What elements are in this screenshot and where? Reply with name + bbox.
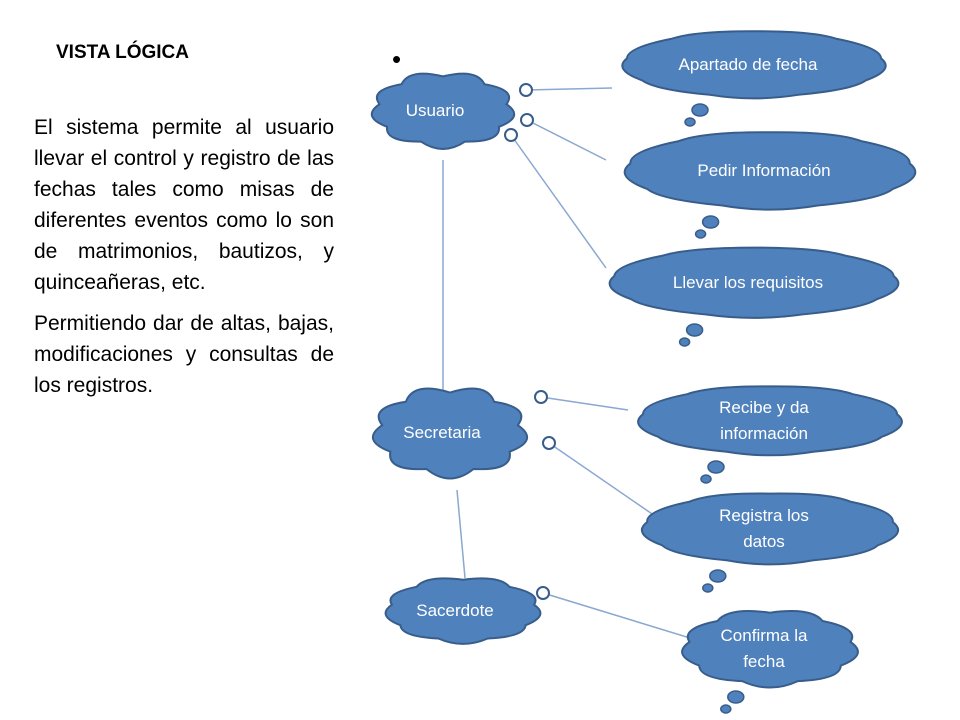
connector-apartado: [525, 87, 613, 91]
action-label-pedir-1: Pedir Información: [697, 161, 830, 180]
action-apartado: Apartado de fecha: [621, 30, 887, 127]
action-recibe-bubble-large: [707, 460, 725, 474]
action-cloud-pedir: [623, 131, 917, 211]
action-label-confirma-2: fecha: [743, 652, 785, 671]
action-pedir-bubble-small: [694, 229, 707, 239]
action-pedir-bubble-large: [701, 215, 720, 229]
body-paragraph-2: Permitiendo dar de altas, bajas, modific…: [34, 312, 334, 397]
action-registra: Registra los datos: [640, 492, 900, 593]
connector-registra: [548, 442, 659, 519]
connector-point-llevar: [504, 128, 518, 142]
action-label-recibe-1: Recibe y da: [719, 398, 809, 417]
slide-title: VISTA LÓGICA: [56, 42, 189, 63]
action-cloud-confirma: [681, 610, 859, 689]
connector-point-confirma: [536, 586, 550, 600]
connector-point-pedir: [520, 113, 534, 127]
actor-label-secretaria: Secretaria: [403, 423, 481, 442]
link-secretaria-sacerdote: [456, 489, 466, 579]
actor-label-usuario: Usuario: [406, 101, 465, 120]
connector-point-registra: [542, 436, 556, 450]
action-label-recibe-2: información: [720, 424, 808, 443]
action-label-llevar-1: Llevar los requisitos: [673, 273, 823, 292]
actor-sacerdote: Sacerdote: [384, 577, 542, 645]
action-confirma: Confirma la fecha: [681, 610, 859, 714]
action-confirma-bubble-small: [720, 704, 732, 714]
action-label-confirma-1: Confirma la: [721, 626, 808, 645]
connector-recibe: [540, 396, 629, 411]
action-cloud-llevar: [608, 246, 900, 319]
actor-label-sacerdote: Sacerdote: [416, 601, 494, 620]
action-label-apartado-1: Apartado de fecha: [679, 55, 818, 74]
action-registra-bubble-small: [702, 583, 714, 593]
action-label-registra-1: Registra los: [719, 506, 809, 525]
action-cloud-recibe: [637, 385, 903, 457]
actor-usuario: Usuario: [370, 72, 516, 150]
action-confirma-bubble-large: [727, 690, 745, 704]
action-cloud-registra: [640, 492, 900, 566]
connector-confirma: [542, 592, 691, 639]
actor-cloud-secretaria: [371, 387, 529, 480]
action-recibe: Recibe y da información: [637, 385, 903, 484]
action-apartado-bubble-small: [684, 117, 696, 127]
action-apartado-bubble-large: [691, 103, 709, 117]
action-llevar: Llevar los requisitos: [608, 246, 900, 347]
body-paragraph-1: El sistema permite al usuario llevar el …: [34, 116, 334, 294]
actor-cloud-sacerdote: [384, 577, 542, 645]
actor-cloud-usuario: [370, 72, 516, 150]
action-llevar-bubble-small: [678, 337, 691, 347]
action-label-registra-2: datos: [743, 532, 785, 551]
connector-pedir: [526, 119, 607, 161]
actor-secretaria: Secretaria: [371, 387, 529, 480]
connector-point-recibe: [534, 390, 548, 404]
action-registra-bubble-large: [709, 569, 727, 583]
action-pedir: Pedir Información: [623, 131, 917, 239]
action-recibe-bubble-small: [700, 474, 712, 484]
slide-body: El sistema permite al usuario llevar el …: [34, 112, 334, 411]
bullet-point: •: [392, 44, 402, 74]
action-cloud-apartado: [621, 30, 887, 100]
connector-llevar: [510, 134, 607, 269]
action-llevar-bubble-large: [685, 323, 704, 337]
connector-point-apartado: [519, 83, 533, 97]
